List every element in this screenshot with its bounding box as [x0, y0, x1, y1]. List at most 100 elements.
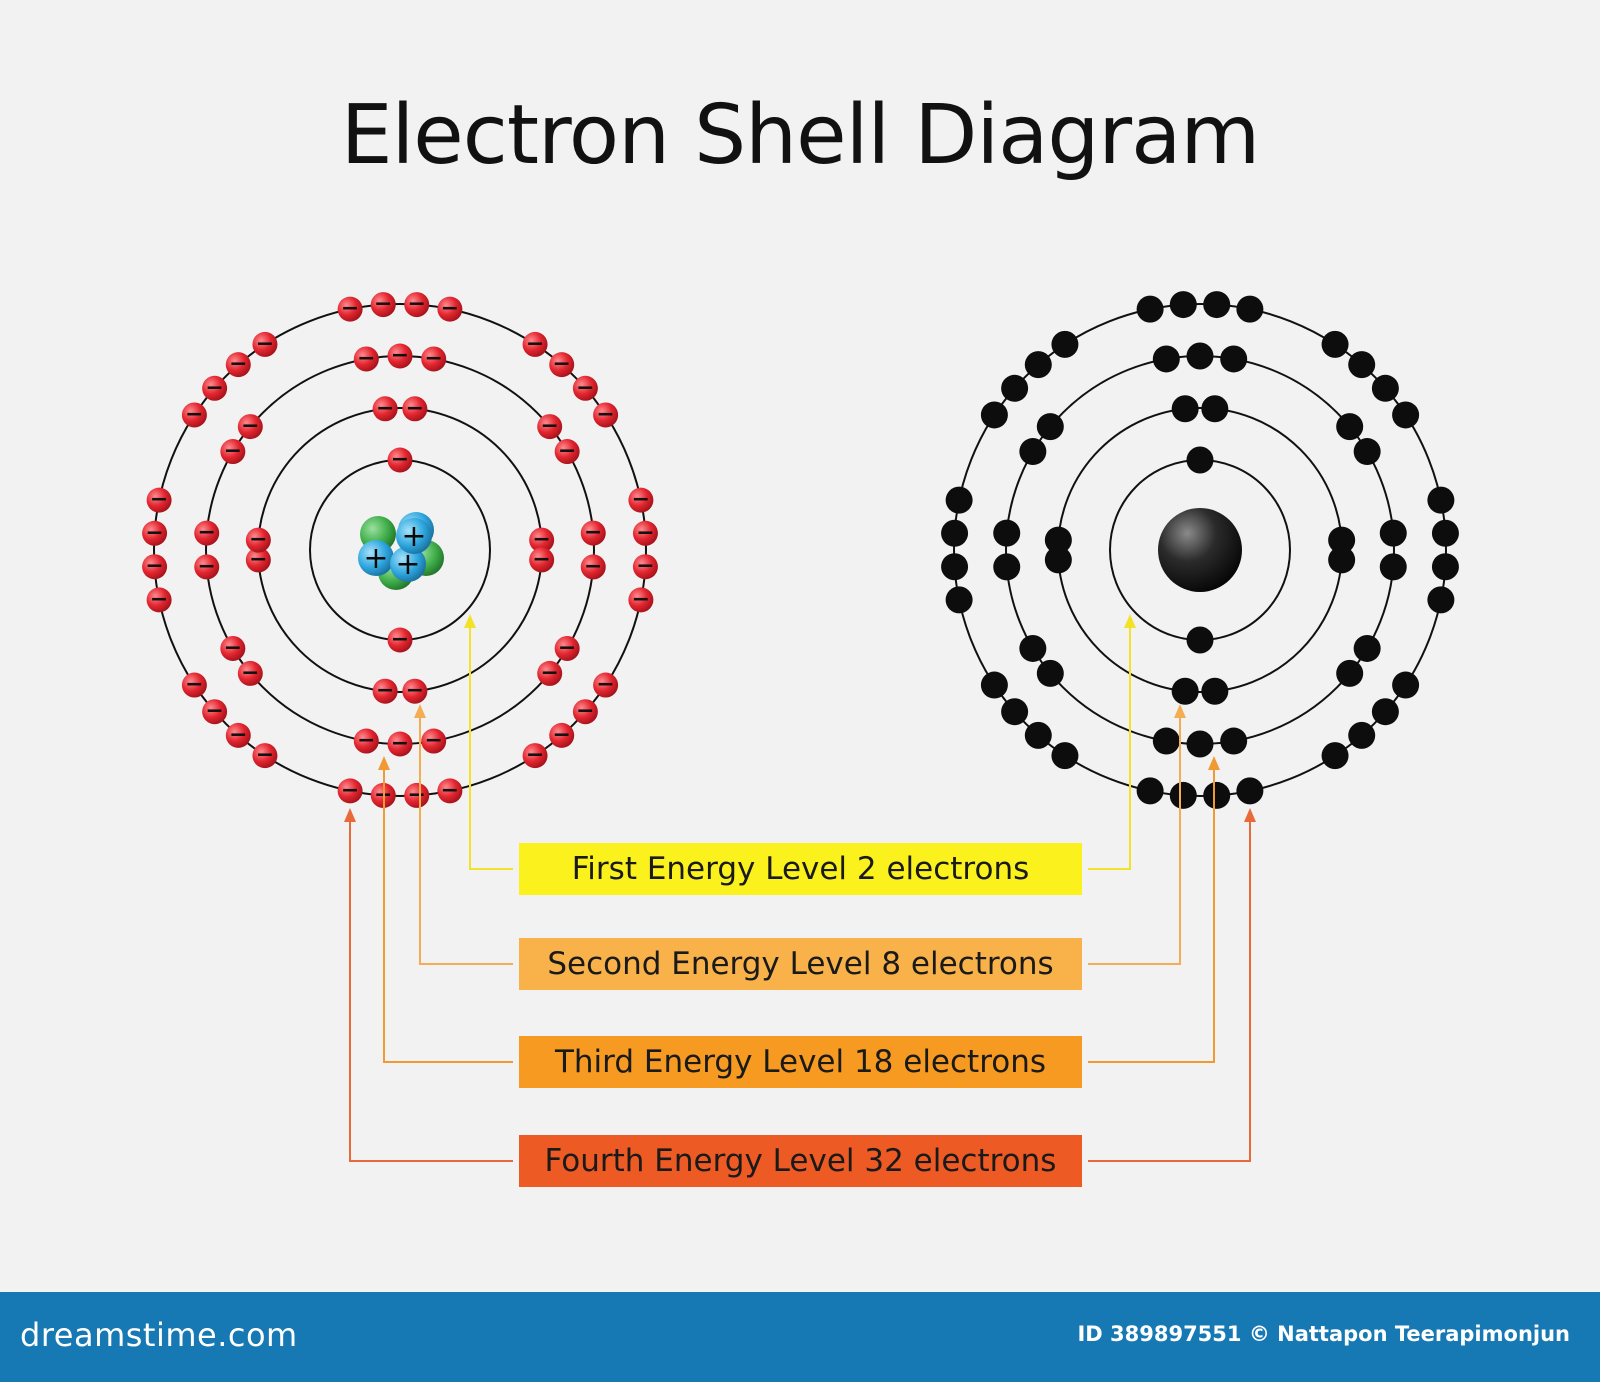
electron [387, 447, 413, 473]
electron [1328, 546, 1356, 574]
electron [1348, 351, 1376, 379]
first-level-text: First Energy Level 2 electrons [571, 851, 1030, 887]
electron-sign: − [540, 660, 558, 685]
level-arrows [344, 614, 1256, 1162]
electron [1431, 553, 1459, 581]
electron [1348, 721, 1376, 749]
electron [1203, 781, 1231, 809]
electron-sign: − [441, 778, 459, 803]
electron-sign: − [408, 292, 426, 317]
proton [358, 540, 394, 576]
brand-logo-text[interactable]: dreamstime.com [20, 1316, 298, 1354]
electron [1321, 330, 1349, 358]
electron [945, 586, 973, 614]
electron-sign: − [229, 722, 247, 747]
electron [1220, 727, 1248, 755]
electron [1321, 742, 1349, 770]
electron [1379, 519, 1407, 547]
third-level-label: Third Energy Level 18 electrons [519, 1036, 1082, 1088]
electron [142, 554, 168, 580]
electron [1036, 413, 1064, 441]
electron [245, 547, 271, 573]
electron-sign: − [145, 554, 163, 579]
second-arrowhead-left [414, 704, 426, 718]
electron [437, 778, 463, 804]
electron [1427, 586, 1455, 614]
electron [1431, 519, 1459, 547]
electron [220, 439, 246, 465]
electron-sign: − [229, 352, 247, 377]
electron [370, 292, 396, 318]
electron [1392, 401, 1420, 429]
image-credit: ID 389897551 © Nattapon Teerapimonjun [1077, 1322, 1570, 1346]
electron [402, 396, 428, 422]
electron [1136, 777, 1164, 805]
electron-sign: − [198, 520, 216, 545]
electron-sign: − [241, 414, 259, 439]
electron [202, 375, 228, 401]
electron-sign: − [376, 396, 394, 421]
nucleus [1158, 508, 1242, 592]
electron [372, 678, 398, 704]
electron [980, 401, 1008, 429]
electron [1203, 291, 1231, 319]
electron [522, 331, 548, 357]
electron [387, 731, 413, 757]
electron-sign: − [241, 660, 259, 685]
electron [529, 527, 555, 553]
electron [593, 672, 619, 698]
second-level-text: Second Energy Level 8 electrons [547, 946, 1054, 982]
electron-sign: − [406, 678, 424, 703]
electron [1379, 553, 1407, 581]
electron-sign: − [532, 547, 550, 572]
electron [237, 414, 263, 440]
electron-sign: − [145, 520, 163, 545]
electron-sign: − [406, 396, 424, 421]
electron [337, 778, 363, 804]
electron [1169, 781, 1197, 809]
electron [1024, 351, 1052, 379]
electron [572, 375, 598, 401]
fourth-level-arrow-right [1088, 820, 1251, 1162]
electron [549, 722, 575, 748]
atom-plain [941, 291, 1459, 809]
electron [372, 396, 398, 422]
electron-sign: − [224, 635, 242, 660]
electron [1371, 698, 1399, 726]
electron [142, 520, 168, 546]
electron [1036, 659, 1064, 687]
electron [1236, 777, 1264, 805]
electron-sign: − [391, 343, 409, 368]
electron [628, 587, 654, 613]
electron-sign: − [532, 527, 550, 552]
first-level-arrow-right [1088, 626, 1131, 870]
electron-shell-diagram: ++++−−−−−−−−−−−−−−−−−−−−−−−−−−−−−−−−−−−−… [142, 291, 1459, 1162]
proton [396, 518, 432, 554]
electron [554, 635, 580, 661]
electron [1236, 295, 1264, 323]
electron [404, 782, 430, 808]
electron [1353, 438, 1381, 466]
electron [353, 346, 379, 372]
electron [1152, 727, 1180, 755]
electron [1353, 634, 1381, 662]
electron [945, 486, 973, 514]
electron [387, 343, 413, 369]
electron-sign: − [526, 743, 544, 768]
electron [549, 352, 575, 378]
electron [1186, 446, 1214, 474]
electron-sign: − [376, 678, 394, 703]
electron [252, 331, 278, 357]
electron [537, 414, 563, 440]
second-level-label: Second Energy Level 8 electrons [519, 938, 1082, 990]
electron [421, 346, 447, 372]
electron [1336, 659, 1364, 687]
electron-sign: − [391, 447, 409, 472]
electron [1169, 291, 1197, 319]
footer-bar: dreamstime.com ID 389897551 © Nattapon T… [0, 1292, 1600, 1382]
electron-sign: − [424, 728, 442, 753]
electron [628, 487, 654, 513]
electron [1044, 526, 1072, 554]
electron [580, 520, 606, 546]
nucleus: ++++ [358, 512, 444, 590]
